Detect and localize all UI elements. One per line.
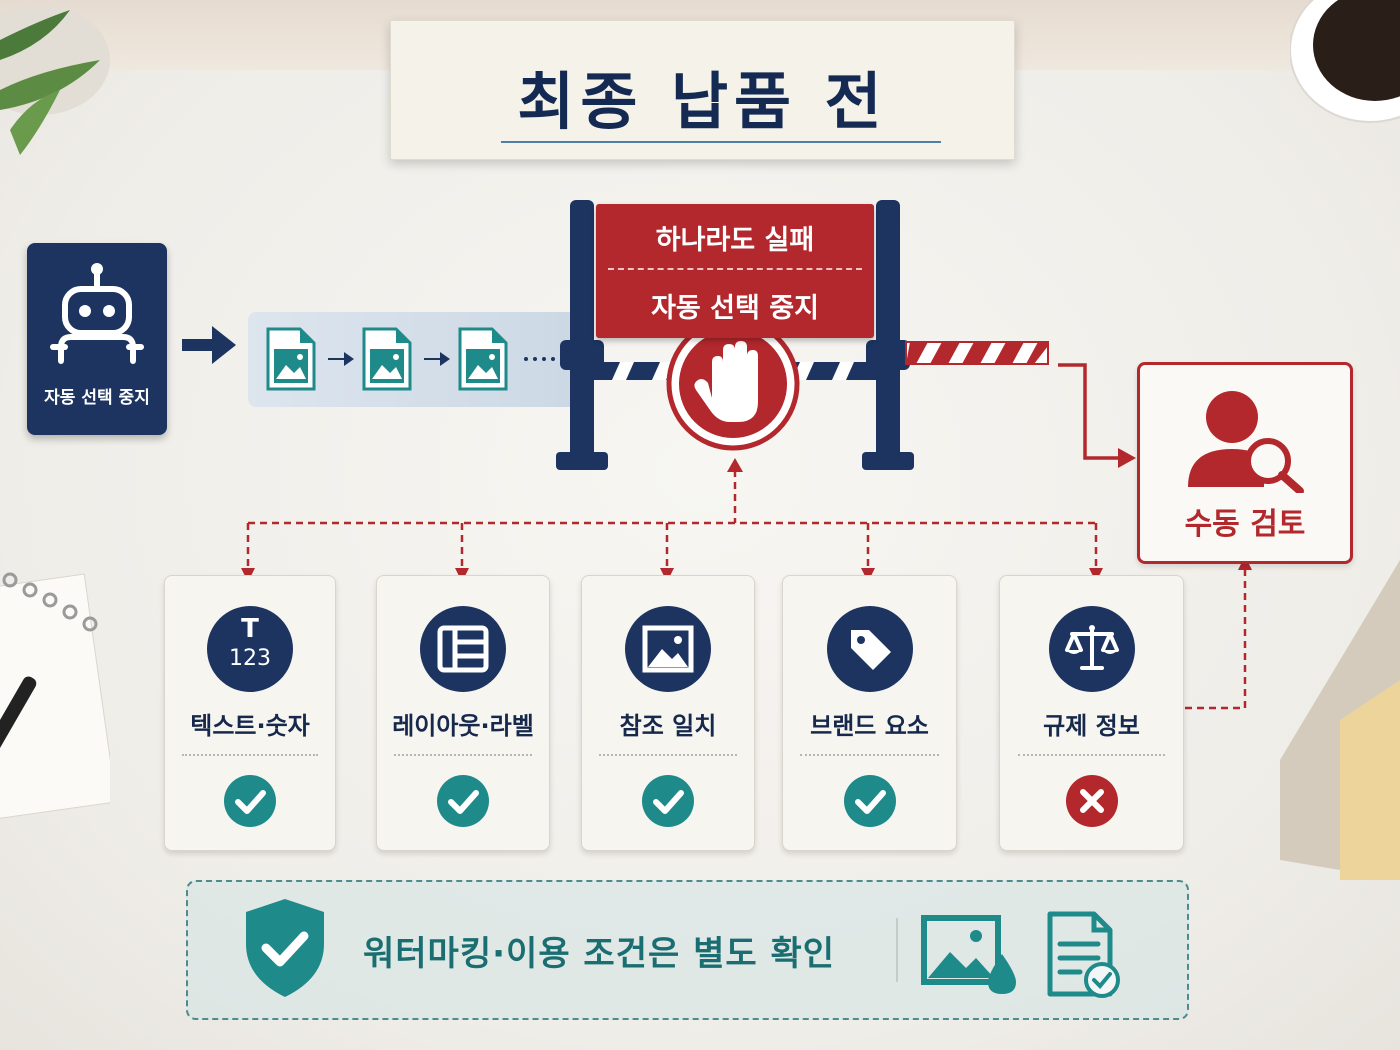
check-pass-icon [843,775,896,827]
robot-icon [50,263,144,364]
auto-agent-box: 자동 선택 중지 [27,243,167,435]
check-pass-icon [437,775,489,827]
check-fail-icon [1065,775,1118,827]
footer-separator [896,918,898,982]
gate-sign-line1: 하나라도 실패 [655,225,815,256]
manual-review-label: 수동 검토 [1184,507,1306,542]
check-label: 브랜드 요소 [810,712,929,740]
arrow-right-icon [1118,448,1136,468]
check-card-text-number: T 123 텍스트·숫자 [164,575,336,851]
check-card-brand-elements: 브랜드 요소 [782,575,957,851]
check-divider [1018,754,1165,756]
check-pass-icon [642,775,694,827]
gate-sign-line2: 자동 선택 중지 [651,293,819,324]
check-card-layout-label: 레이아웃·라벨 [376,575,550,851]
user-search-icon [1188,391,1304,493]
check-pass-icon [224,775,276,827]
check-divider [800,754,939,756]
check-card-reference-match: 참조 일치 [581,575,755,851]
notebook-decoration [0,572,110,820]
stop-hand-icon [694,341,758,422]
image-icon [625,606,711,692]
document-check-icon [1047,911,1120,998]
title-card: 최종 납품 전 [390,20,1015,160]
check-divider [394,754,532,756]
gate-barrier [556,200,1049,470]
arrow-right-icon [424,352,450,366]
page-title: 최종 납품 전 [517,65,888,138]
arrow-up-icon [727,458,743,472]
manual-review-box: 수동 검토 [1137,362,1353,564]
gate-sign: 하나라도 실패 자동 선택 중지 [596,204,874,338]
arrow-right-icon [182,326,236,364]
check-divider [599,754,737,756]
icon-text-top: T [241,614,259,644]
check-label: 참조 일치 [619,712,717,740]
title-underline [501,141,941,143]
file-strip [248,312,588,407]
check-label: 레이아웃·라벨 [392,712,534,740]
coffee-cup-decoration [1290,0,1400,123]
footer-text: 워터마킹·이용 조건은 별도 확인 [363,934,836,974]
file-sequence [266,327,555,391]
check-divider [182,754,318,756]
scale-icon [1048,606,1135,692]
agent-label: 자동 선택 중지 [44,388,150,408]
shield-check-icon [246,899,324,997]
folder-decoration [1280,560,1400,880]
gate-sign-divider [608,268,862,270]
layout-icon [420,606,506,692]
check-label: 텍스트·숫자 [190,712,310,740]
plant-decoration [0,5,110,155]
image-watermark-icon [921,915,1016,994]
check-label: 규제 정보 [1043,712,1140,740]
icon-text-bottom: 123 [229,646,271,671]
footer-notice: 워터마킹·이용 조건은 별도 확인 [186,880,1189,1020]
tag-icon [826,606,913,692]
check-card-regulation: 규제 정보 [999,575,1184,851]
arrow-right-icon [328,352,354,366]
text-number-icon: T 123 [207,606,293,692]
